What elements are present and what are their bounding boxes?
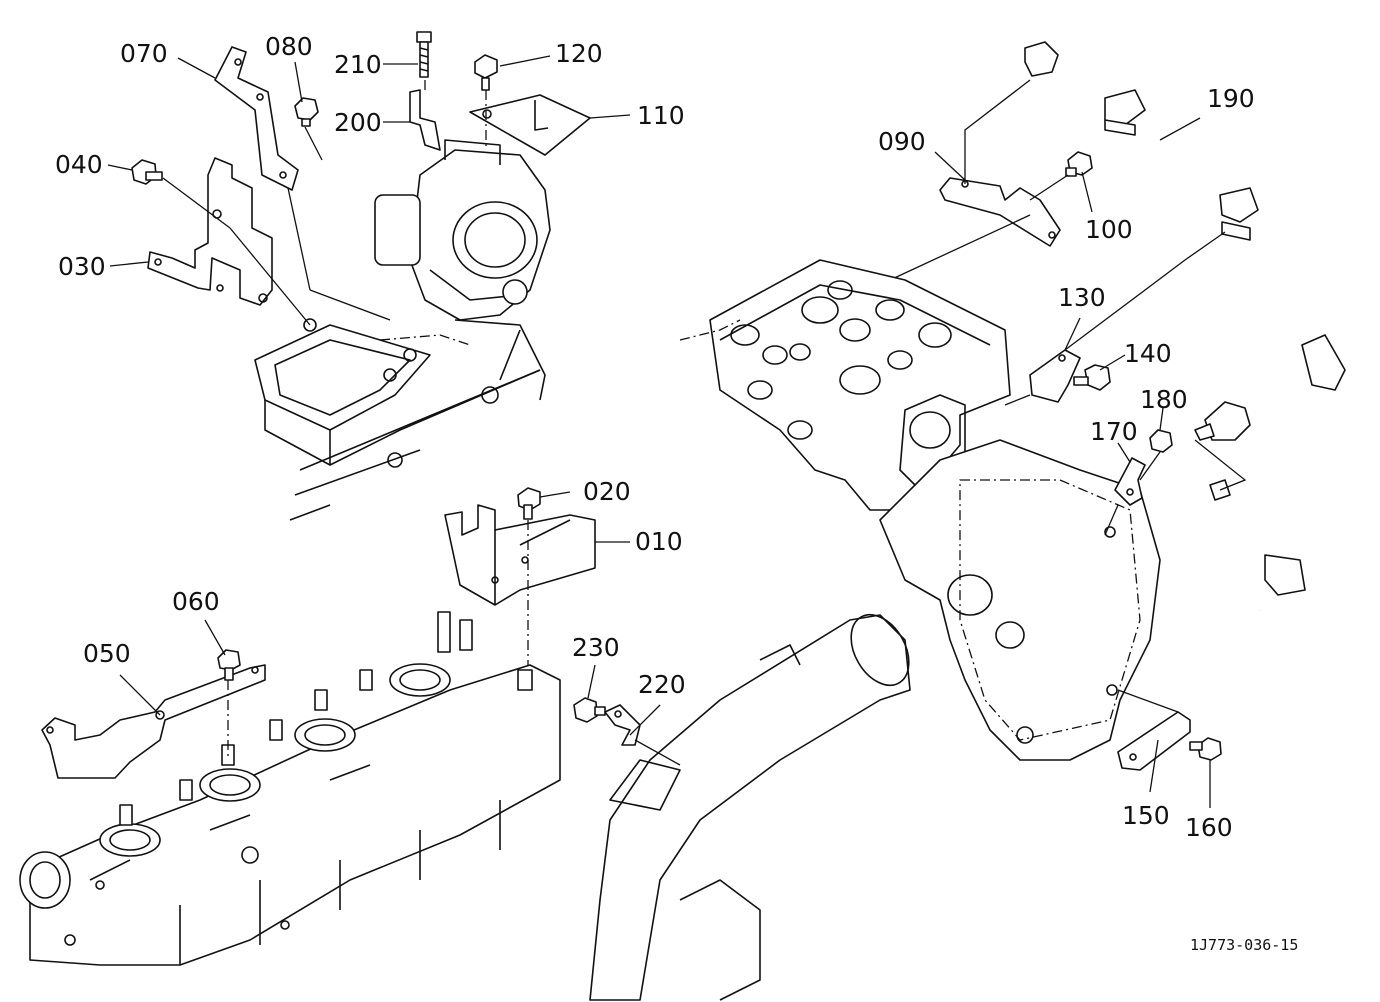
bracket-090[interactable] <box>939 177 1061 247</box>
bolt-040[interactable] <box>131 159 163 185</box>
callout-120[interactable]: 120 <box>555 39 603 68</box>
callout-050[interactable]: 050 <box>83 639 131 668</box>
throttle-body-assembly <box>254 139 551 521</box>
bolt-060[interactable] <box>217 649 241 681</box>
bracket-220[interactable] <box>604 704 641 746</box>
callout-140[interactable]: 140 <box>1124 339 1172 368</box>
bolt-120[interactable] <box>474 54 498 150</box>
callout-100[interactable]: 100 <box>1085 215 1133 244</box>
leader-lines <box>107 55 1211 808</box>
rocker-cover <box>19 611 561 966</box>
cover-010[interactable] <box>444 504 596 606</box>
callout-130[interactable]: 130 <box>1058 283 1106 312</box>
callout-200[interactable]: 200 <box>334 108 382 137</box>
bolt-210[interactable] <box>416 31 432 78</box>
bracket-050[interactable] <box>41 664 266 779</box>
callout-180[interactable]: 180 <box>1140 385 1188 414</box>
bracket-070[interactable] <box>214 46 299 191</box>
callout-220[interactable]: 220 <box>638 670 686 699</box>
bracket-130[interactable] <box>1029 349 1081 403</box>
callout-060[interactable]: 060 <box>172 587 220 616</box>
tube-190[interactable] <box>1024 41 1348 612</box>
callout-030[interactable]: 030 <box>58 252 106 281</box>
callout-020[interactable]: 020 <box>583 477 631 506</box>
callout-210[interactable]: 210 <box>334 50 382 79</box>
drawing-id: 1J773-036-15 <box>1190 936 1298 954</box>
bolt-020[interactable] <box>517 487 541 520</box>
air-intake-hose <box>589 613 911 1001</box>
callout-010[interactable]: 010 <box>635 527 683 556</box>
nut-080[interactable] <box>294 97 319 127</box>
bracket-200[interactable] <box>409 80 441 151</box>
bolt-160[interactable] <box>1189 737 1222 761</box>
callout-040[interactable]: 040 <box>55 150 103 179</box>
callout-090[interactable]: 090 <box>878 127 926 156</box>
bracket-170[interactable] <box>1114 457 1146 506</box>
callout-170[interactable]: 170 <box>1090 417 1138 446</box>
nut-180[interactable] <box>1149 429 1173 453</box>
bracket-030[interactable] <box>147 157 273 306</box>
bolt-140[interactable] <box>1073 364 1111 391</box>
bolt-100[interactable] <box>1065 151 1093 177</box>
callout-150[interactable]: 150 <box>1122 801 1170 830</box>
bolt-230[interactable] <box>573 697 606 723</box>
plate-110[interactable] <box>469 94 591 156</box>
callout-190[interactable]: 190 <box>1207 84 1255 113</box>
callout-110[interactable]: 110 <box>637 101 685 130</box>
callout-070[interactable]: 070 <box>120 39 168 68</box>
callout-labels: 070 080 210 120 200 110 040 030 020 010 … <box>55 32 1255 842</box>
callout-230[interactable]: 230 <box>572 633 620 662</box>
callout-080[interactable]: 080 <box>265 32 313 61</box>
sensor-connector <box>1194 401 1251 441</box>
bracket-150[interactable] <box>1117 711 1191 771</box>
callout-160[interactable]: 160 <box>1185 813 1233 842</box>
